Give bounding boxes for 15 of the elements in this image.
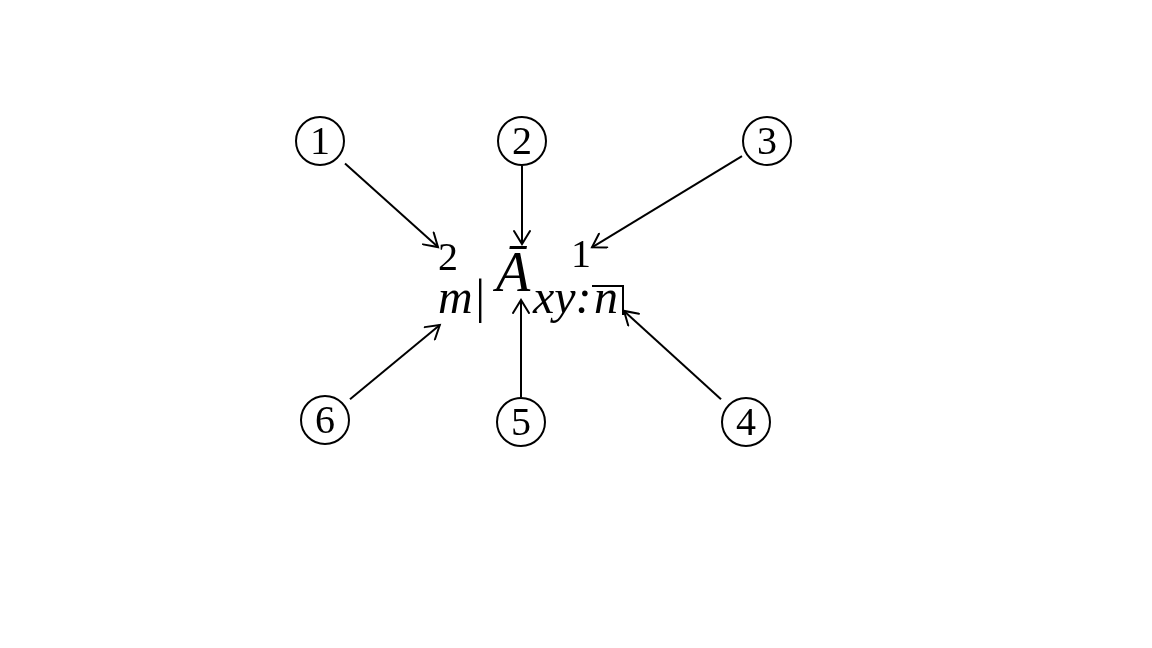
- arrow: [344, 162, 439, 249]
- arrow: [513, 165, 531, 245]
- angle-subscript: n: [592, 285, 624, 315]
- callout-number: 3: [742, 116, 792, 166]
- subscript-text: xy:: [533, 273, 593, 325]
- arrow: [623, 309, 722, 401]
- callout-number: 4: [721, 397, 771, 447]
- arrow: [591, 155, 743, 249]
- arrow: [349, 324, 441, 401]
- superscript-text: 1: [571, 234, 592, 274]
- arrow: [512, 299, 530, 398]
- callout-number: 2: [497, 116, 547, 166]
- callout-number: 6: [300, 395, 350, 445]
- callout-number: 1: [295, 116, 345, 166]
- callout-number: 5: [496, 397, 546, 447]
